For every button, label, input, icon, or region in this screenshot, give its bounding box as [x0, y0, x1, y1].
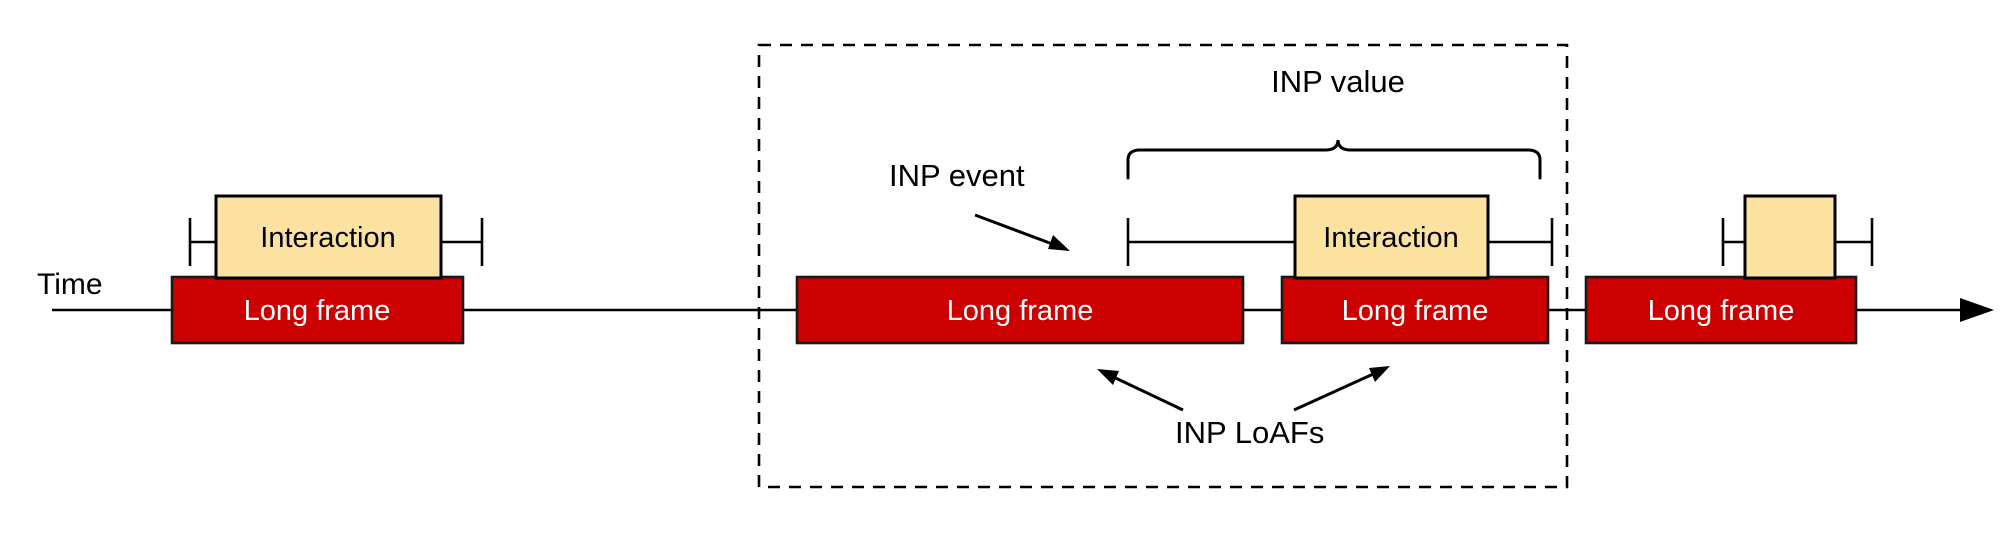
- long-frame-label-1: Long frame: [244, 295, 391, 327]
- inp-event-arrow: [974, 213, 1070, 251]
- inp-loafs-label: INP LoAFs: [1175, 415, 1324, 450]
- long-frame-box-2: [795, 275, 1245, 345]
- interaction-duration-marker-1: [188, 218, 484, 266]
- long-frame-label-3: Long frame: [1342, 295, 1489, 327]
- interaction-duration-marker-2: [1126, 218, 1554, 266]
- long-frame-label-2: Long frame: [947, 295, 1094, 327]
- long-frame-box-1: [170, 275, 465, 345]
- long-frame-label-4: Long frame: [1648, 295, 1795, 327]
- long-frame-box-4: [1584, 275, 1858, 345]
- inp-loafs-arrow-left: [1097, 369, 1184, 412]
- interaction-label-2: Interaction: [1323, 222, 1458, 254]
- group-inp-presentation-frame: Long frame Interaction: [1126, 194, 1554, 345]
- inp-loafs-arrow-right: [1293, 366, 1390, 412]
- inp-region-dashed-box: [757, 43, 1569, 489]
- interaction-box-3: [1743, 194, 1837, 280]
- group-first: Long frame Interaction: [170, 194, 484, 345]
- inp-event-label: INP event: [889, 158, 1025, 193]
- inp-value-label: INP value: [1271, 64, 1405, 99]
- long-frame-box-3: [1280, 275, 1550, 345]
- group-last: Long frame: [1584, 194, 1874, 345]
- interaction-box-1: [214, 194, 443, 280]
- interaction-duration-marker-3: [1721, 218, 1874, 266]
- inp-value-brace: [1126, 139, 1542, 180]
- interaction-label-1: Interaction: [260, 222, 395, 254]
- interaction-box-2: [1293, 194, 1490, 280]
- group-inp-previous-frame: Long frame: [795, 275, 1245, 345]
- time-axis-label: Time: [37, 268, 103, 301]
